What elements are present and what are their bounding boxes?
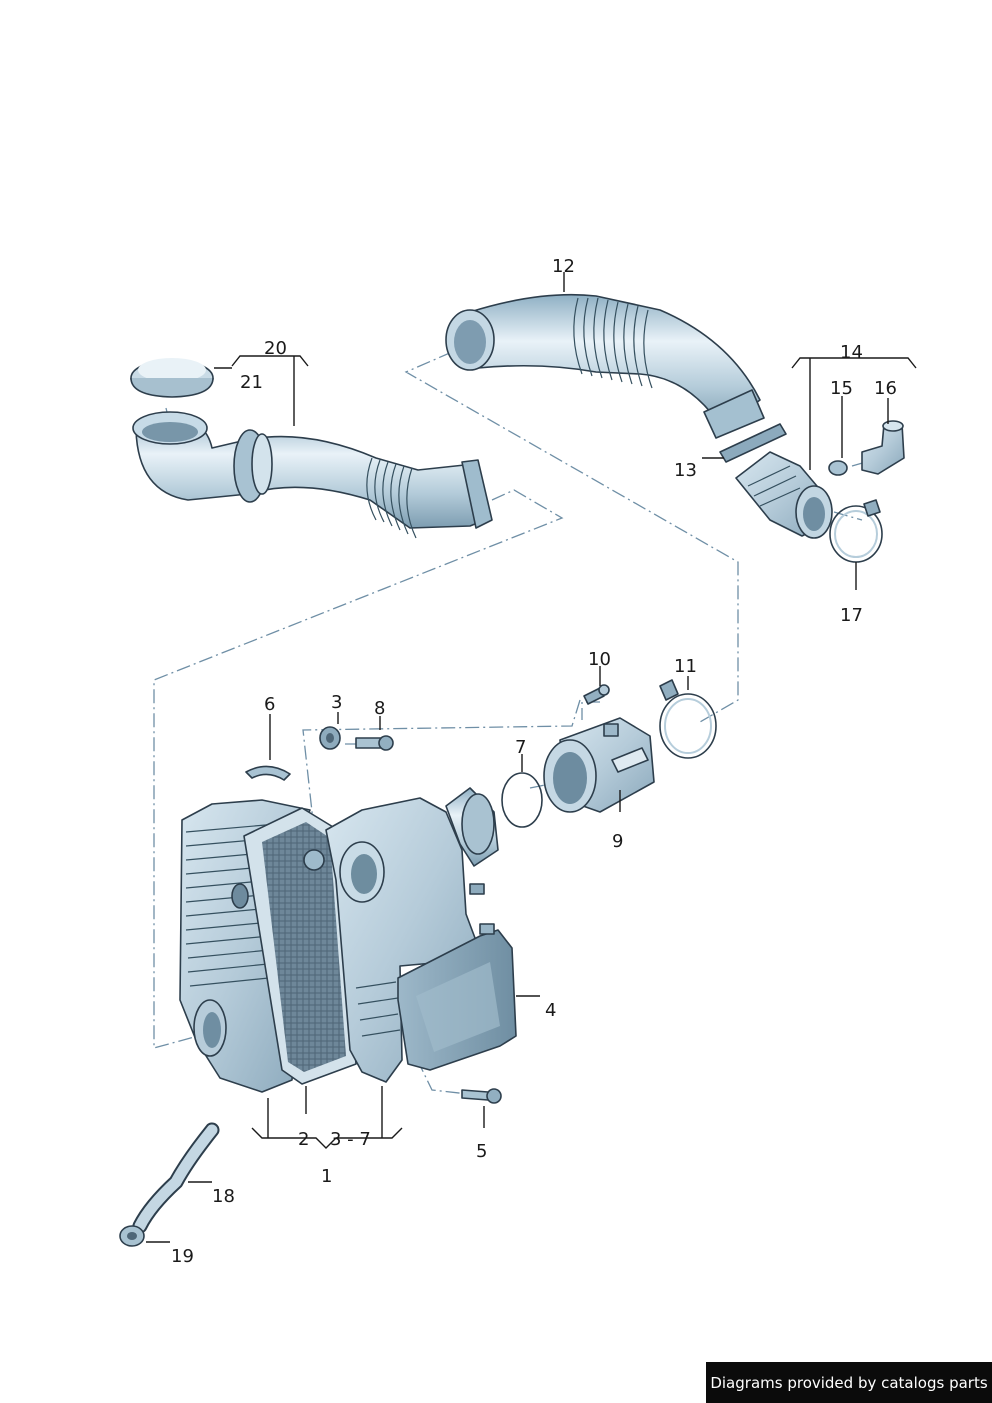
credit-text: Diagrams provided by catalogs parts bbox=[710, 1373, 988, 1392]
part-15-clip bbox=[828, 460, 848, 476]
part-8-bolt bbox=[355, 735, 394, 751]
label-3: 3 bbox=[331, 692, 342, 713]
part-21-cap bbox=[130, 358, 214, 398]
part-11-clamp bbox=[659, 679, 717, 759]
label-15: 15 bbox=[830, 378, 853, 399]
part-19-hose-clip bbox=[119, 1225, 145, 1247]
credit-banner: Diagrams provided by catalogs parts bbox=[706, 1362, 992, 1403]
label-13: 13 bbox=[674, 460, 697, 481]
label-10: 10 bbox=[588, 649, 611, 670]
label-2: 2 bbox=[298, 1129, 309, 1150]
part-4-cover bbox=[397, 923, 517, 1071]
label-9: 9 bbox=[612, 831, 623, 852]
label-3-7: 3 - 7 bbox=[330, 1129, 371, 1150]
label-6: 6 bbox=[264, 694, 275, 715]
label-19: 19 bbox=[171, 1246, 194, 1267]
label-14: 14 bbox=[840, 342, 863, 363]
part-2-filter-element bbox=[243, 807, 357, 1085]
part-5-screw bbox=[461, 1088, 502, 1104]
label-12: 12 bbox=[552, 256, 575, 277]
leader-lines bbox=[146, 272, 917, 1243]
assembly-lines bbox=[153, 351, 867, 1095]
part-9-airflow-meter bbox=[543, 717, 655, 813]
part-3-grommet bbox=[319, 726, 341, 750]
label-18: 18 bbox=[212, 1186, 235, 1207]
part-7-o-ring bbox=[501, 772, 543, 828]
part-18-drain-hose bbox=[132, 1122, 220, 1234]
part-17-clamp bbox=[829, 499, 883, 563]
label-20: 20 bbox=[264, 338, 287, 359]
part-6-clip bbox=[245, 765, 291, 781]
part-10-screw bbox=[583, 684, 610, 705]
label-16: 16 bbox=[874, 378, 897, 399]
part-labels: 12 20 21 14 15 16 13 17 10 11 7 9 6 3 8 … bbox=[171, 256, 897, 1267]
label-21: 21 bbox=[240, 372, 263, 393]
label-4: 4 bbox=[545, 1000, 556, 1021]
part-14-elbow bbox=[735, 451, 833, 539]
part-16-fitting bbox=[861, 420, 905, 475]
label-17: 17 bbox=[840, 605, 863, 626]
part-1-housing-upper bbox=[303, 787, 499, 1083]
part-12-hose bbox=[445, 293, 765, 439]
label-11: 11 bbox=[674, 656, 697, 677]
label-5: 5 bbox=[476, 1141, 487, 1162]
part-20-intake-duct bbox=[132, 411, 493, 539]
label-7: 7 bbox=[515, 737, 526, 758]
label-8: 8 bbox=[374, 698, 385, 719]
label-1: 1 bbox=[321, 1166, 332, 1187]
